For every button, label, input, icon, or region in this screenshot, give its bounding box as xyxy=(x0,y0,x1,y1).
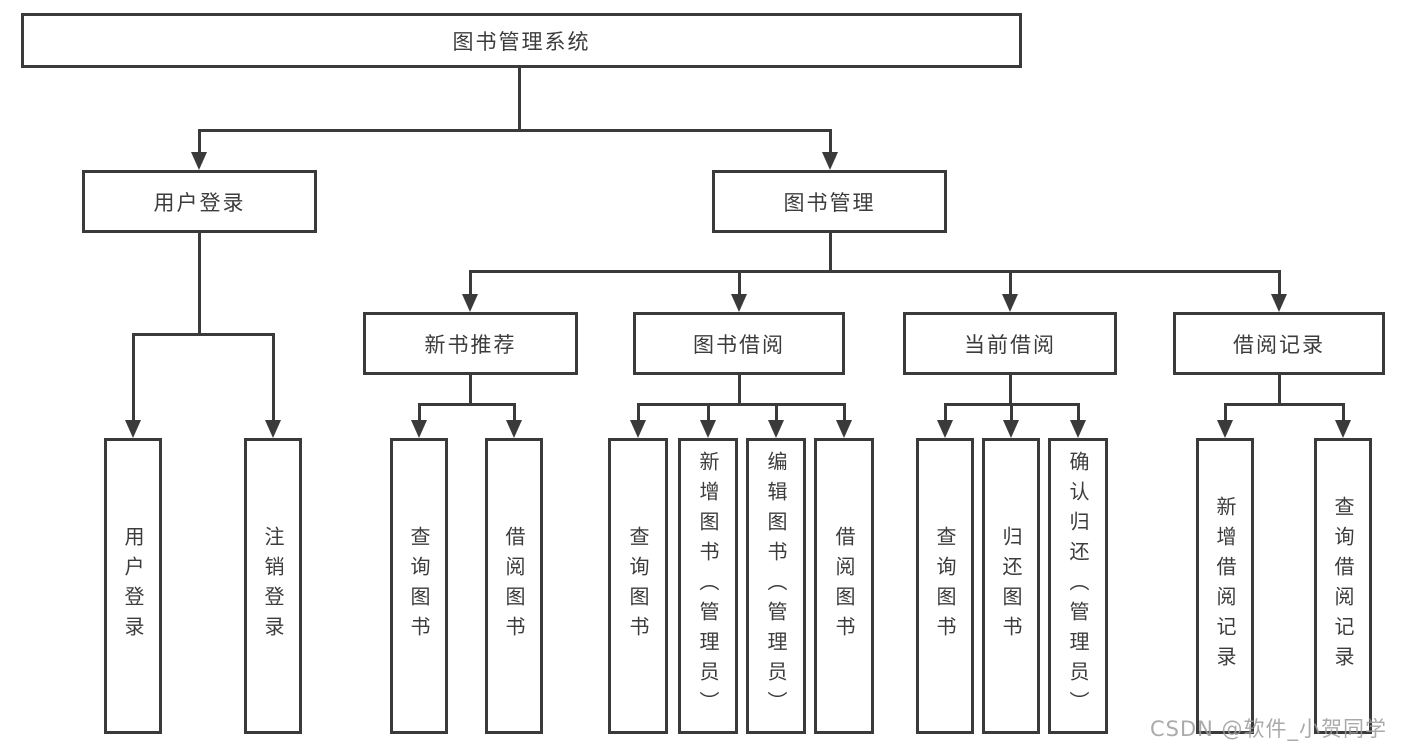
node-leaf-borrow-book-borrowing: 借阅图书 xyxy=(814,438,874,734)
arrowhead-down-icon xyxy=(1003,420,1019,438)
node-leaf-borrow-book-recommend: 借阅图书 xyxy=(485,438,543,734)
node-leaf-return-book: 归还图书 xyxy=(982,438,1040,734)
arrow-stem xyxy=(1342,404,1345,422)
node-label-leaf-query-book-current: 查询图书 xyxy=(933,526,957,646)
arrow-stem xyxy=(272,334,275,422)
node-leaf-logout: 注销登录 xyxy=(244,438,302,734)
arrowhead-down-icon xyxy=(768,420,784,438)
node-leaf-add-book-admin: 新增图书（管理员） xyxy=(678,438,738,734)
arrowhead-down-icon xyxy=(411,420,427,438)
node-label-leaf-confirm-return-admin: 确认归还（管理员） xyxy=(1066,451,1090,721)
node-leaf-query-book-current: 查询图书 xyxy=(916,438,974,734)
watermark: CSDN @软件_小贺同学 xyxy=(1150,717,1388,741)
arrowhead-down-icon xyxy=(191,152,207,170)
connector-line xyxy=(198,233,201,336)
node-leaf-query-book-recommend: 查询图书 xyxy=(390,438,448,734)
arrow-stem xyxy=(469,270,472,296)
arrow-stem xyxy=(513,404,516,422)
node-leaf-user-login: 用户登录 xyxy=(104,438,162,734)
arrow-stem xyxy=(1009,270,1012,296)
arrowhead-down-icon xyxy=(1217,420,1233,438)
connector-line xyxy=(1224,403,1345,406)
arrowhead-down-icon xyxy=(506,420,522,438)
node-label-leaf-add-book-admin: 新增图书（管理员） xyxy=(696,451,720,721)
node-label-leaf-query-book-recommend: 查询图书 xyxy=(407,526,431,646)
node-label-new-book-recommend: 新书推荐 xyxy=(424,332,517,357)
node-user-login-branch: 用户登录 xyxy=(82,170,317,233)
connector-line xyxy=(132,333,275,336)
arrow-stem xyxy=(1278,270,1281,296)
node-label-leaf-query-book-borrowing: 查询图书 xyxy=(626,526,650,646)
arrowhead-down-icon xyxy=(265,420,281,438)
node-leaf-confirm-return-admin: 确认归还（管理员） xyxy=(1048,438,1108,734)
node-leaf-edit-book-admin: 编辑图书（管理员） xyxy=(746,438,806,734)
arrowhead-down-icon xyxy=(125,420,141,438)
connector-line xyxy=(198,129,832,132)
connector-line xyxy=(469,375,472,406)
arrowhead-down-icon xyxy=(937,420,953,438)
node-leaf-query-book-borrowing: 查询图书 xyxy=(608,438,668,734)
node-label-leaf-logout: 注销登录 xyxy=(261,526,285,646)
node-root: 图书管理系统 xyxy=(21,13,1022,68)
arrow-stem xyxy=(1010,404,1013,422)
node-current-borrowing: 当前借阅 xyxy=(903,312,1117,375)
node-leaf-query-borrow-record: 查询借阅记录 xyxy=(1314,438,1372,734)
node-label-leaf-borrow-book-borrowing: 借阅图书 xyxy=(832,526,856,646)
arrowhead-down-icon xyxy=(1271,294,1287,312)
arrow-stem xyxy=(198,129,201,154)
connector-line xyxy=(1278,375,1281,406)
arrowhead-down-icon xyxy=(836,420,852,438)
arrowhead-down-icon xyxy=(822,152,838,170)
connector-line xyxy=(1009,375,1012,406)
arrowhead-down-icon xyxy=(700,420,716,438)
node-label-book-borrowing: 图书借阅 xyxy=(693,332,785,357)
node-label-leaf-add-borrow-record: 新增借阅记录 xyxy=(1213,496,1237,676)
node-label-leaf-user-login: 用户登录 xyxy=(121,526,145,646)
node-label-book-management: 图书管理 xyxy=(783,190,876,215)
connector-line xyxy=(518,68,521,132)
arrow-stem xyxy=(738,270,741,296)
node-label-leaf-return-book: 归还图书 xyxy=(999,526,1023,646)
connector-line xyxy=(738,375,741,406)
arrow-stem xyxy=(775,404,778,422)
arrow-stem xyxy=(418,404,421,422)
node-leaf-add-borrow-record: 新增借阅记录 xyxy=(1196,438,1254,734)
arrow-stem xyxy=(132,334,135,422)
arrow-stem xyxy=(829,129,832,154)
arrow-stem xyxy=(1077,404,1080,422)
arrowhead-down-icon xyxy=(1070,420,1086,438)
node-label-leaf-edit-book-admin: 编辑图书（管理员） xyxy=(764,451,788,721)
node-label-leaf-query-borrow-record: 查询借阅记录 xyxy=(1331,496,1355,676)
arrow-stem xyxy=(1224,404,1227,422)
arrow-stem xyxy=(637,404,640,422)
node-label-leaf-borrow-book-recommend: 借阅图书 xyxy=(502,526,526,646)
arrowhead-down-icon xyxy=(1335,420,1351,438)
node-new-book-recommend: 新书推荐 xyxy=(363,312,578,375)
node-book-borrowing: 图书借阅 xyxy=(633,312,845,375)
connector-line xyxy=(469,270,1281,273)
arrow-stem xyxy=(944,404,947,422)
node-label-borrowing-records: 借阅记录 xyxy=(1233,332,1325,357)
node-borrowing-records: 借阅记录 xyxy=(1173,312,1385,375)
node-label-current-borrowing: 当前借阅 xyxy=(964,332,1056,357)
node-book-management: 图书管理 xyxy=(712,170,947,233)
arrowhead-down-icon xyxy=(731,294,747,312)
connector-line xyxy=(829,233,832,273)
node-label-root: 图书管理系统 xyxy=(452,29,591,54)
arrowhead-down-icon xyxy=(1002,294,1018,312)
arrowhead-down-icon xyxy=(462,294,478,312)
arrow-stem xyxy=(843,404,846,422)
connector-line xyxy=(418,403,516,406)
node-label-user-login-branch: 用户登录 xyxy=(153,190,246,215)
arrow-stem xyxy=(707,404,710,422)
connector-line xyxy=(637,403,846,406)
arrowhead-down-icon xyxy=(630,420,646,438)
